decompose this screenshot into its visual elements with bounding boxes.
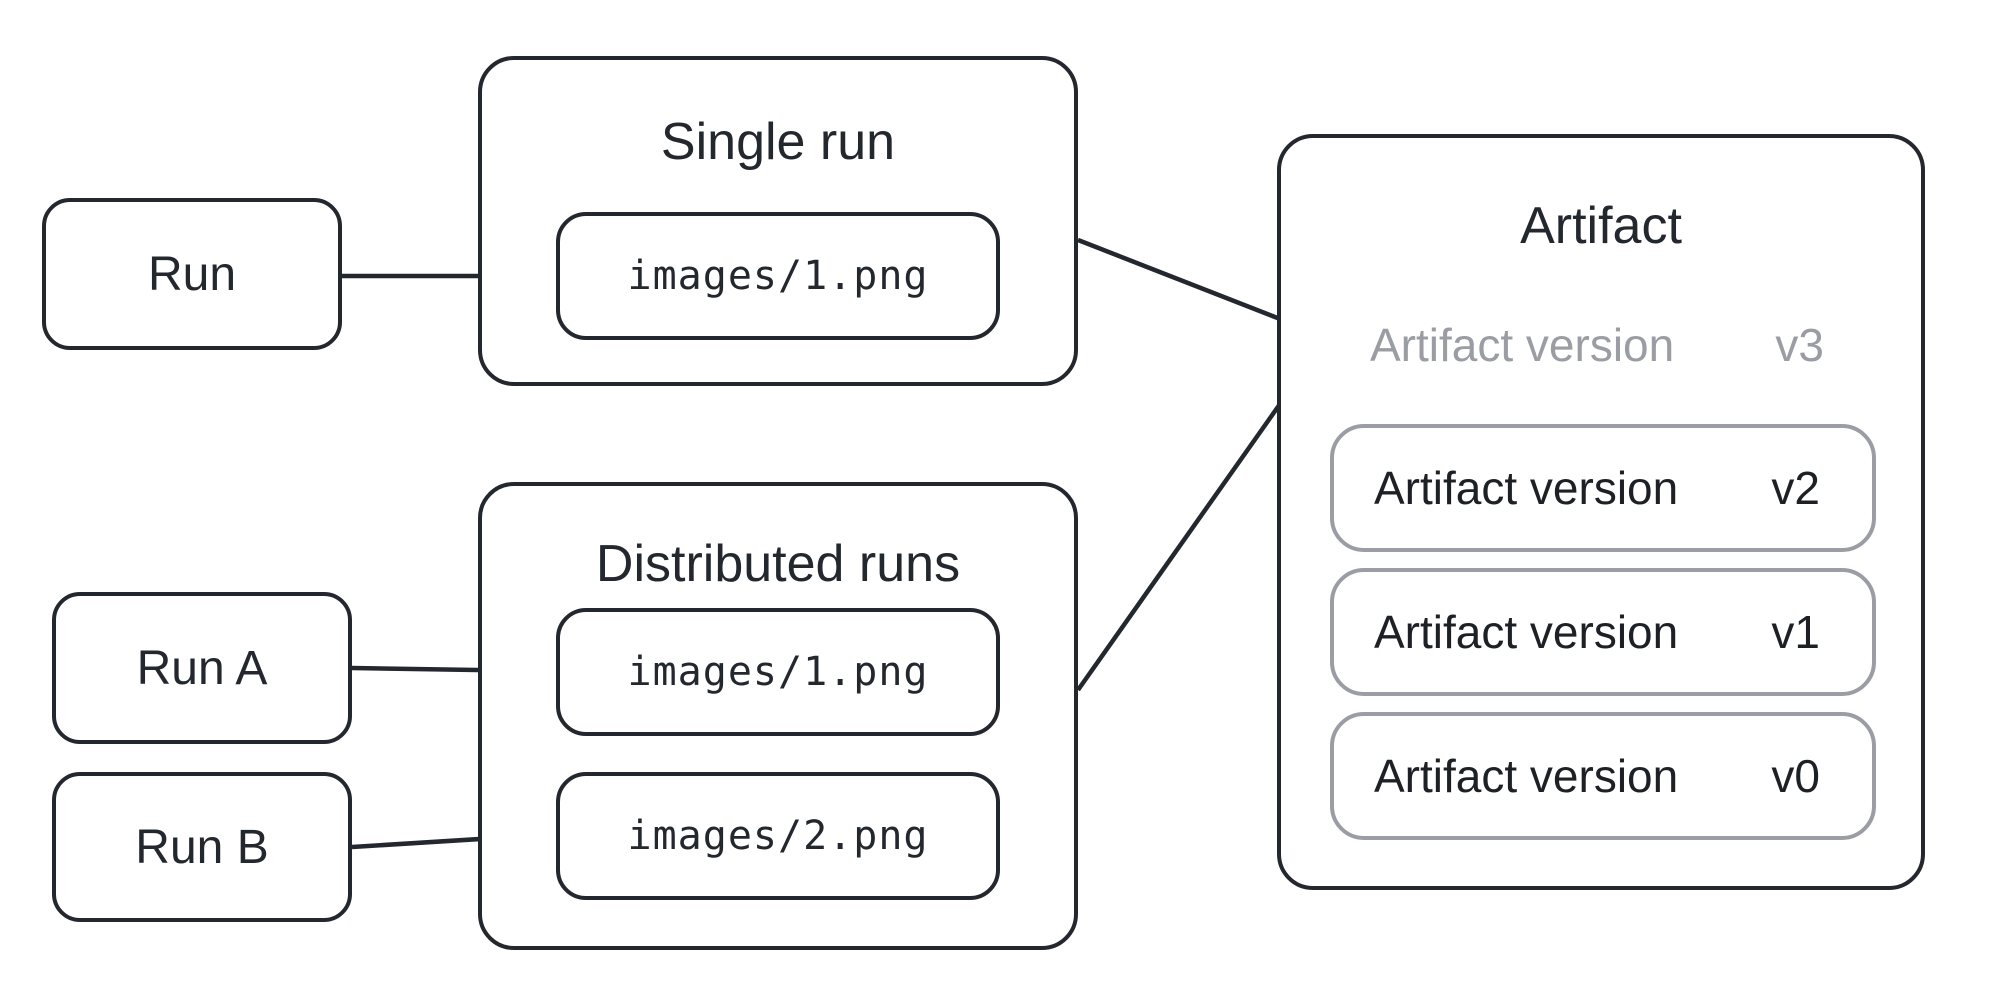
- artifact-version-tag: v2: [1771, 462, 1820, 514]
- artifact-version-v0: Artifact version v0: [1330, 712, 1876, 840]
- artifact-version-tag: v3: [1775, 319, 1824, 371]
- artifact-version-label: Artifact version: [1374, 462, 1679, 514]
- artifact-version-label: Artifact version: [1374, 606, 1679, 658]
- artifact-title: Artifact: [1520, 197, 1682, 255]
- artifact-version-v1: Artifact version v1: [1330, 568, 1876, 696]
- run-a-node: Run A: [52, 592, 352, 744]
- distributed-file-1-label: images/1.png: [627, 649, 929, 695]
- artifact-version-label: Artifact version: [1374, 750, 1679, 802]
- run-label: Run: [147, 247, 237, 301]
- single-run-title: Single run: [660, 113, 896, 171]
- artifact-version-label: Artifact version: [1370, 319, 1675, 371]
- run-a-label: Run A: [136, 641, 268, 695]
- run-b-label: Run B: [135, 820, 269, 874]
- distributed-file-1-node: images/1.png: [556, 608, 1000, 736]
- run-b-node: Run B: [52, 772, 352, 922]
- artifact-version-tag: v0: [1771, 750, 1820, 802]
- single-run-file-node: images/1.png: [556, 212, 1000, 340]
- artifact-version-v2: Artifact version v2: [1330, 424, 1876, 552]
- distributed-file-2-label: images/2.png: [627, 813, 929, 859]
- distributed-file-2-node: images/2.png: [556, 772, 1000, 900]
- artifact-version-tag: v1: [1771, 606, 1820, 658]
- artifact-version-v3-pending: Artifact version v3: [1330, 280, 1876, 410]
- distributed-runs-title: Distributed runs: [595, 535, 961, 593]
- single-run-file-label: images/1.png: [627, 253, 929, 299]
- run-node: Run: [42, 198, 342, 350]
